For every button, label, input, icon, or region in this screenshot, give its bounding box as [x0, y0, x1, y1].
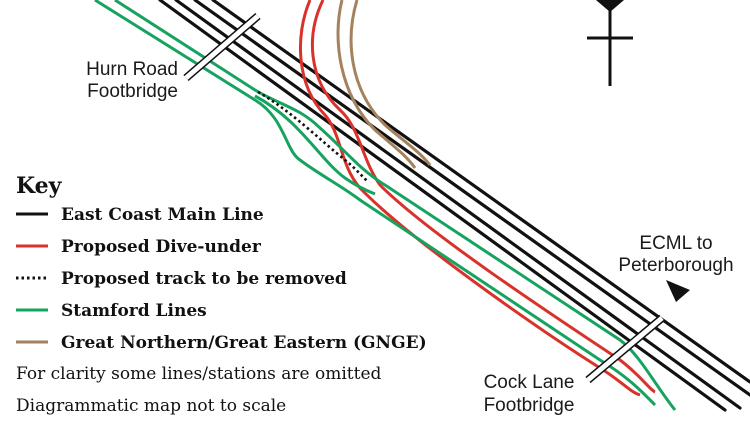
key-label-dive-under: Proposed Dive-under: [61, 237, 262, 257]
cock-lane-label-1: Cock Lane: [484, 372, 575, 393]
gnge-track-1: [349, 0, 432, 166]
ecml-to-label-1: ECML to: [639, 233, 712, 254]
map-key: Key East Coast Main Line Proposed Dive-u…: [16, 173, 427, 416]
cock-lane-label-2: Footbridge: [484, 395, 575, 416]
removed-track: [257, 90, 369, 183]
stamford-track-mid: [114, 0, 677, 411]
direction-arrowhead-icon: [666, 280, 690, 302]
key-label-gnge: Great Northern/Great Eastern (GNGE): [61, 333, 427, 353]
ecml-track-2: [193, 0, 750, 397]
key-label-stamford: Stamford Lines: [61, 301, 207, 321]
dive-under-track-1: [310, 0, 656, 394]
key-note-clarity: For clarity some lines/stations are omit…: [16, 364, 382, 384]
stamford-track-outer: [94, 0, 657, 407]
gnge-tracks: [336, 0, 432, 169]
north-arrow-icon: [587, 0, 633, 86]
hurn-road-label-1: Hurn Road: [86, 59, 178, 80]
hurn-road-label-2: Footbridge: [87, 81, 178, 102]
gnge-track-2: [336, 0, 417, 169]
stamford-tracks: [94, 0, 677, 411]
key-label-removed: Proposed track to be removed: [61, 269, 347, 289]
key-note-scale: Diagrammatic map not to scale: [16, 396, 286, 416]
ecml-track-3: [174, 0, 742, 410]
ecml-track-1: [211, 0, 750, 384]
cock-lane-footbridge: [585, 314, 665, 384]
hurn-road-footbridge: [183, 12, 261, 82]
ecml-to-label-2: Peterborough: [618, 255, 733, 276]
key-label-ecml: East Coast Main Line: [61, 205, 264, 225]
key-title: Key: [16, 173, 63, 199]
stamford-track-loop: [254, 94, 376, 196]
